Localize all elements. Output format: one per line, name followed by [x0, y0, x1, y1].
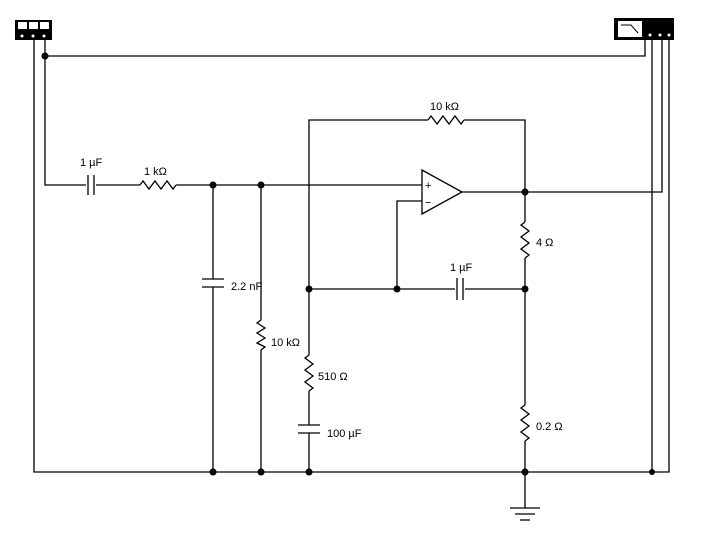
op-amp[interactable]: + −	[421, 168, 464, 216]
junction-dots	[41, 52, 655, 476]
resistor-0-2-ohm[interactable]	[519, 404, 531, 442]
input-capacitor[interactable]	[87, 175, 95, 195]
op-amp-plus-label: +	[425, 180, 431, 192]
input-capacitor-label: 1 µF	[80, 157, 103, 169]
resistor-0-2-ohm-label: 0.2 Ω	[536, 421, 563, 433]
feedback-capacitor-label: 1 µF	[450, 262, 473, 274]
feedback-capacitor[interactable]	[456, 278, 464, 300]
input-resistor-label: 1 kΩ	[144, 166, 167, 178]
resistor-4-ohm[interactable]	[519, 221, 531, 259]
wires	[33, 40, 670, 508]
input-resistor[interactable]	[139, 179, 177, 191]
shunt-resistor-label: 10 kΩ	[271, 337, 300, 349]
resistor-4-ohm-label: 4 Ω	[536, 237, 553, 249]
feedback-resistor[interactable]	[427, 114, 465, 126]
ground-icon	[510, 507, 540, 521]
oscilloscope-icon[interactable]	[614, 18, 674, 40]
shunt-capacitor[interactable]	[202, 278, 224, 288]
capacitor-100u-label: 100 µF	[327, 428, 362, 440]
capacitor-100u[interactable]	[298, 424, 320, 434]
function-generator-icon[interactable]	[15, 20, 52, 40]
op-amp-minus-label: −	[425, 197, 431, 209]
shunt-resistor[interactable]	[255, 319, 267, 351]
resistor-510[interactable]	[303, 354, 315, 392]
resistor-510-label: 510 Ω	[318, 371, 348, 383]
shunt-capacitor-label: 2.2 nF	[231, 281, 262, 293]
feedback-resistor-label: 10 kΩ	[430, 101, 459, 113]
